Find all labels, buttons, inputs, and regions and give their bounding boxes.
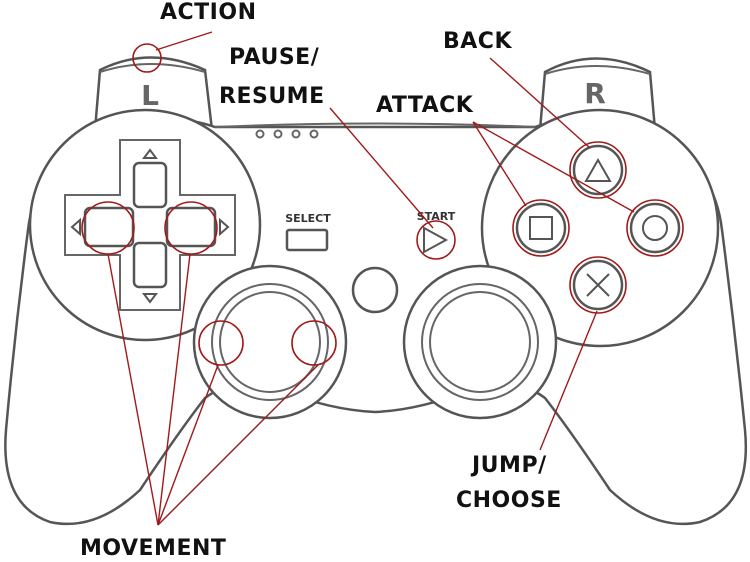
dpad-left-arrow-icon bbox=[70, 217, 81, 237]
square-highlight-ring bbox=[512, 199, 570, 257]
movement-leader-line-dpad-right bbox=[157, 253, 191, 526]
dpad-right[interactable] bbox=[165, 206, 217, 248]
square-button[interactable] bbox=[515, 202, 567, 254]
pause-resume-leader-line bbox=[329, 107, 434, 229]
left-stick-left-highlight-ring bbox=[198, 320, 244, 366]
circle-icon bbox=[642, 215, 668, 241]
back-label: BACK bbox=[443, 29, 512, 54]
top-edge bbox=[214, 122, 536, 128]
dpad-left[interactable] bbox=[83, 206, 135, 248]
dpad bbox=[64, 139, 236, 311]
cross-highlight-ring bbox=[569, 256, 627, 314]
face-buttons bbox=[515, 144, 681, 311]
left-grip-pad bbox=[28, 108, 262, 342]
attack-leader-line-circle bbox=[472, 121, 635, 213]
triangle-button[interactable] bbox=[572, 144, 624, 196]
movement-label: MOVEMENT bbox=[80, 536, 227, 561]
attack-label: ATTACK bbox=[376, 93, 474, 118]
triangle-highlight-ring bbox=[569, 141, 627, 199]
circle-button[interactable] bbox=[629, 202, 681, 254]
start-highlight-ring bbox=[416, 220, 456, 260]
ps-button[interactable] bbox=[351, 266, 399, 314]
select-button[interactable] bbox=[285, 228, 329, 252]
left-analog-stick[interactable] bbox=[192, 264, 348, 420]
jump-choose-label-line1: JUMP/ bbox=[472, 453, 547, 478]
dpad-right-arrow-icon bbox=[219, 217, 230, 237]
start-button[interactable] bbox=[423, 226, 449, 254]
cross-icon bbox=[586, 273, 610, 297]
triangle-icon bbox=[584, 157, 612, 182]
pause-resume-label-line1: PAUSE/ bbox=[229, 45, 320, 70]
leader-lines bbox=[107, 31, 635, 526]
right-grip-pad bbox=[480, 108, 720, 348]
back-leader-line bbox=[489, 57, 591, 149]
right-analog-stick[interactable] bbox=[402, 264, 558, 420]
movement-leader-line-stick-left bbox=[157, 364, 219, 526]
jump-choose-leader-line bbox=[539, 310, 598, 451]
dpad-up[interactable] bbox=[132, 161, 168, 209]
action-highlight-ring bbox=[132, 43, 162, 73]
dpad-down-arrow-icon bbox=[142, 293, 158, 304]
dpad-down[interactable] bbox=[132, 241, 168, 289]
attack-leader-line-square bbox=[472, 121, 527, 207]
action-label: ACTION bbox=[160, 0, 257, 25]
action-leader-line bbox=[155, 31, 213, 51]
pause-resume-label-line2: RESUME bbox=[219, 84, 325, 109]
highlight-rings bbox=[81, 43, 684, 366]
movement-leader-line-stick-right bbox=[157, 364, 319, 526]
jump-choose-label-line2: CHOOSE bbox=[456, 488, 562, 513]
player-indicator-lights bbox=[255, 129, 319, 139]
square-icon bbox=[529, 216, 553, 240]
r1-letter: R bbox=[584, 77, 606, 110]
left-stick-right-highlight-ring bbox=[291, 320, 337, 366]
select-label: SELECT bbox=[285, 212, 331, 225]
circle-highlight-ring bbox=[626, 199, 684, 257]
l1-letter: L bbox=[141, 79, 159, 112]
movement-leader-line-dpad-left bbox=[107, 253, 159, 526]
dpad-right-highlight-ring bbox=[164, 201, 218, 255]
dpad-up-arrow-icon bbox=[142, 148, 158, 159]
